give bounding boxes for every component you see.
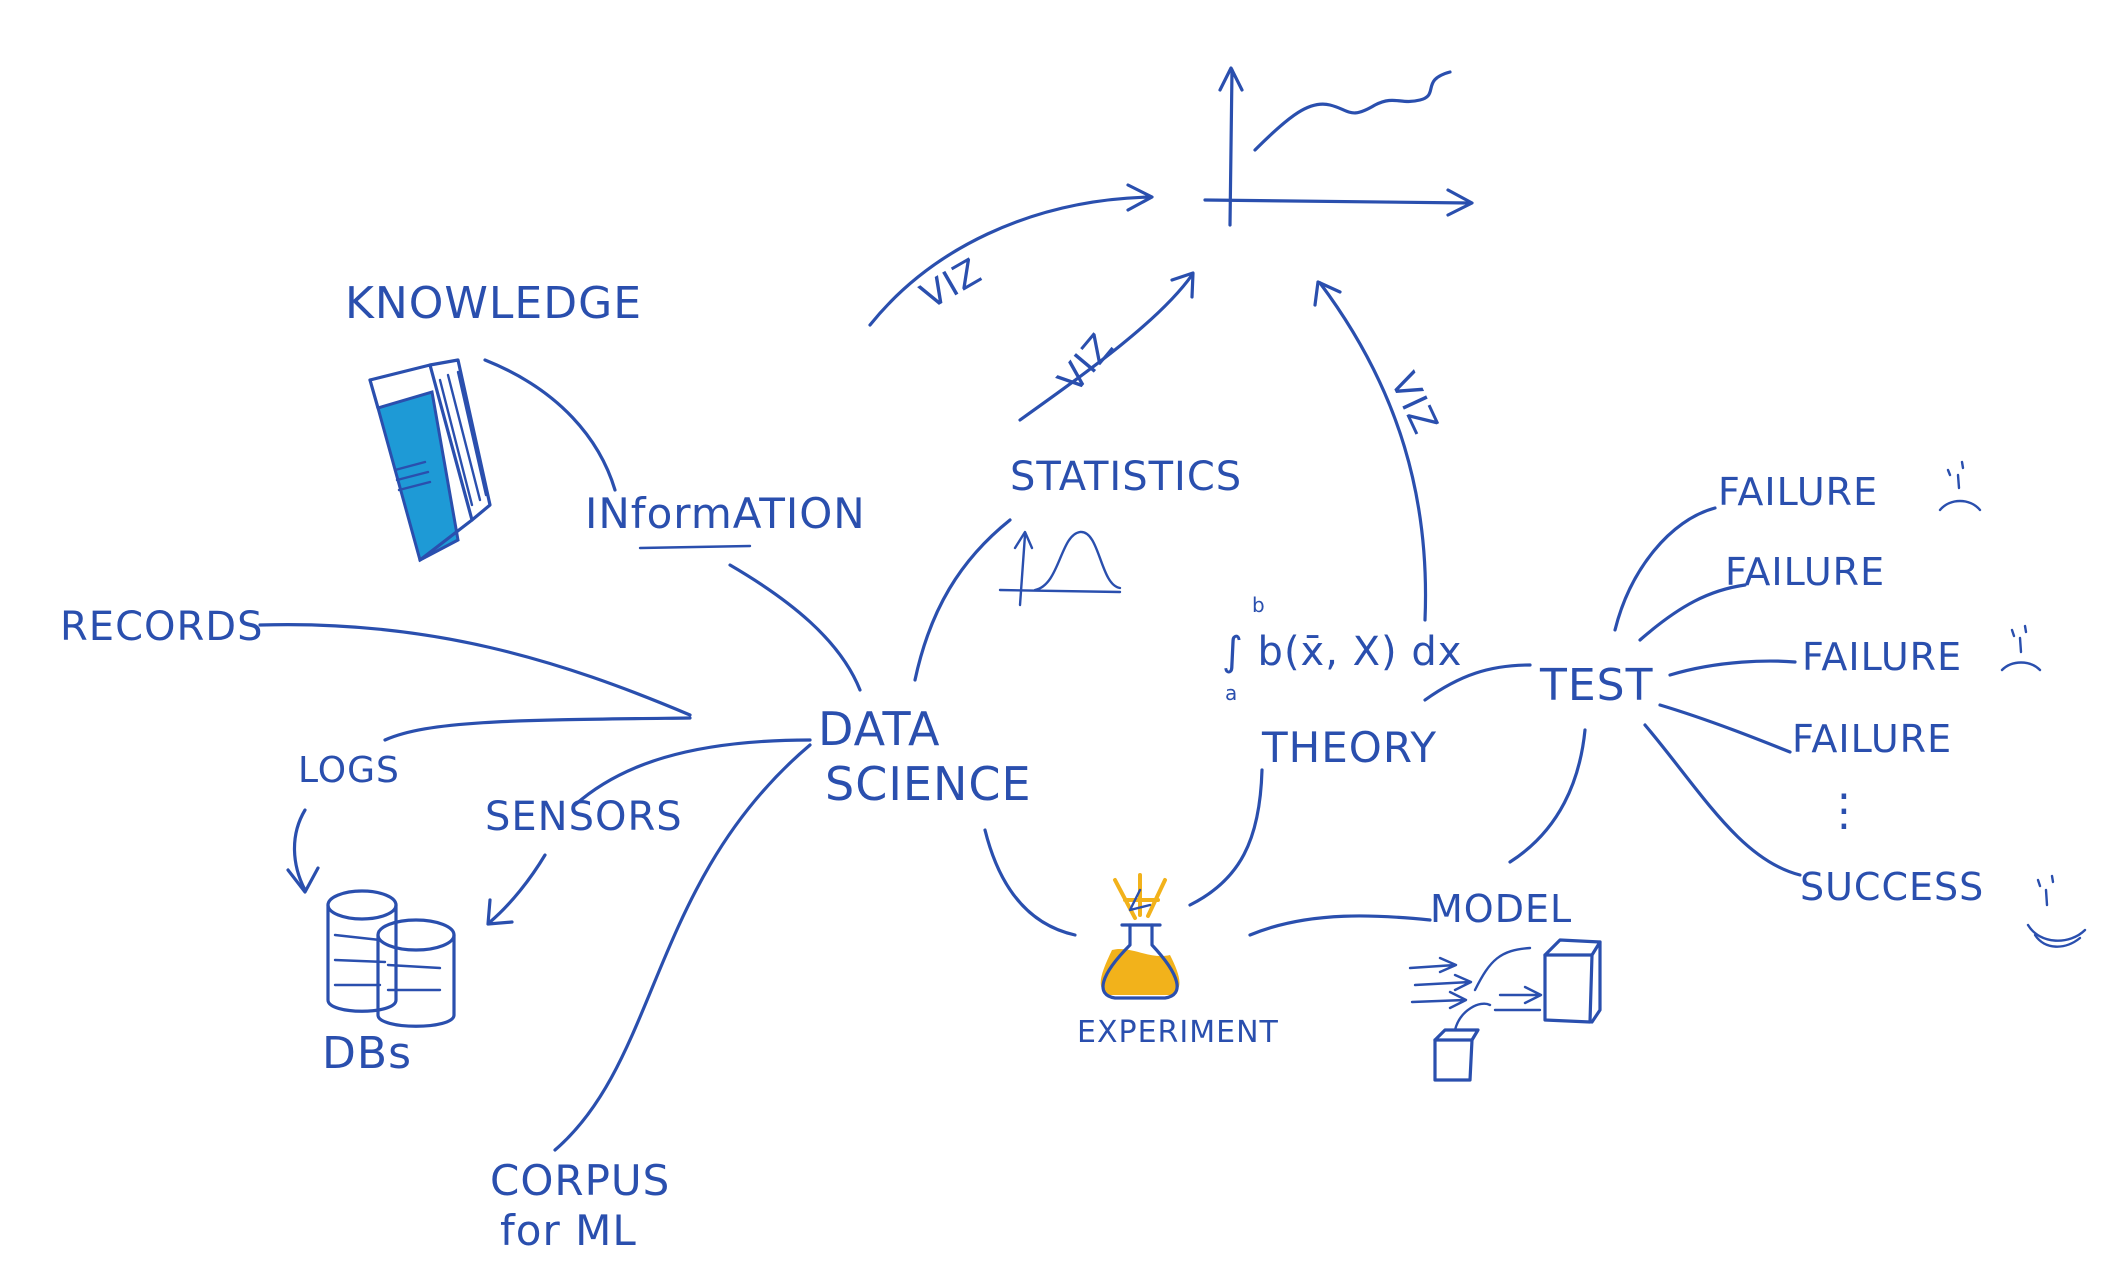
arrowhead-viz-middle xyxy=(1170,271,1195,299)
edge-viz-left xyxy=(868,195,1152,327)
edge-logs-dbs xyxy=(292,808,307,892)
node-corpus-line2: for ML xyxy=(500,1206,637,1255)
node-formula: ∫ b(x̄, X) dx xyxy=(1222,629,1462,675)
node-formula-upper: b xyxy=(1252,593,1266,617)
node-statistics: STATISTICS xyxy=(1010,454,1242,500)
arrowhead-sensors-dbs xyxy=(486,898,514,926)
information-underline xyxy=(638,544,752,550)
node-failure-4: FAILURE xyxy=(1792,717,1952,761)
arrowhead-logs-dbs xyxy=(286,866,320,894)
book-icon xyxy=(368,358,492,563)
edge-test-failure3 xyxy=(1668,659,1797,677)
bell-curve-icon xyxy=(998,530,1122,607)
chart-axes-icon xyxy=(1203,66,1474,227)
sad-face-icon-2 xyxy=(2000,624,2042,672)
edge-test-success xyxy=(1643,723,1802,877)
edge-viz-right xyxy=(1318,281,1428,622)
edge-corpus-data xyxy=(553,743,812,1152)
node-failure-2: FAILURE xyxy=(1725,550,1885,594)
node-logs: LOGS xyxy=(298,750,400,791)
node-data: DATA xyxy=(818,702,941,756)
model-box-icon xyxy=(1408,938,1602,1082)
edge-knowledge-information xyxy=(483,358,617,492)
node-experiment: EXPERIMENT xyxy=(1077,1015,1279,1050)
edge-label-viz-left: VIZ xyxy=(914,251,989,318)
arrowhead-viz-left xyxy=(1126,183,1154,212)
happy-face-icon xyxy=(2026,874,2087,948)
edge-logs-data xyxy=(383,716,692,742)
node-information: INformATION xyxy=(585,489,866,538)
node-theory: THEORY xyxy=(1261,723,1437,772)
edge-test-failure1 xyxy=(1613,506,1717,632)
connectors xyxy=(258,183,1802,1152)
edge-test-failure4 xyxy=(1658,703,1792,754)
node-dbs: DBs xyxy=(322,1028,412,1079)
edge-viz-middle xyxy=(1018,273,1194,422)
edge-label-viz-right: VIZ xyxy=(1382,366,1446,440)
edge-data-experiment xyxy=(983,828,1077,937)
node-formula-lower: a xyxy=(1225,681,1238,705)
node-sensors: SENSORS xyxy=(485,794,683,840)
node-knowledge: KNOWLEDGE xyxy=(345,278,642,329)
node-failure-3: FAILURE xyxy=(1802,635,1962,679)
edge-test-failure2 xyxy=(1638,583,1747,642)
node-test: TEST xyxy=(1539,660,1653,711)
edge-records-data xyxy=(258,622,692,717)
edge-theory-test xyxy=(1423,663,1532,702)
flask-icon xyxy=(1100,873,1180,1000)
database-icon xyxy=(326,889,456,1028)
sad-face-icon xyxy=(1938,460,1982,512)
edge-sensors-data xyxy=(573,738,812,807)
node-failure-1: FAILURE xyxy=(1718,470,1878,514)
node-corpus-line1: CORPUS xyxy=(490,1156,670,1205)
edge-experiment-model xyxy=(1248,914,1432,937)
edge-model-test xyxy=(1508,728,1587,864)
node-records: RECORDS xyxy=(60,604,263,650)
edge-sensors-dbs xyxy=(488,853,547,924)
node-science: SCIENCE xyxy=(825,757,1032,811)
edge-information-data xyxy=(728,563,862,692)
node-success: SUCCESS xyxy=(1800,865,1984,909)
edge-data-statistics xyxy=(913,518,1012,682)
node-model: MODEL xyxy=(1430,887,1572,931)
labels: KNOWLEDGE INformATION RECORDS LOGS SENSO… xyxy=(60,251,1984,1255)
node-ellipsis: ⋮ xyxy=(1822,785,1867,836)
edge-experiment-theory xyxy=(1188,768,1264,907)
arrowhead-viz-right xyxy=(1313,280,1342,307)
